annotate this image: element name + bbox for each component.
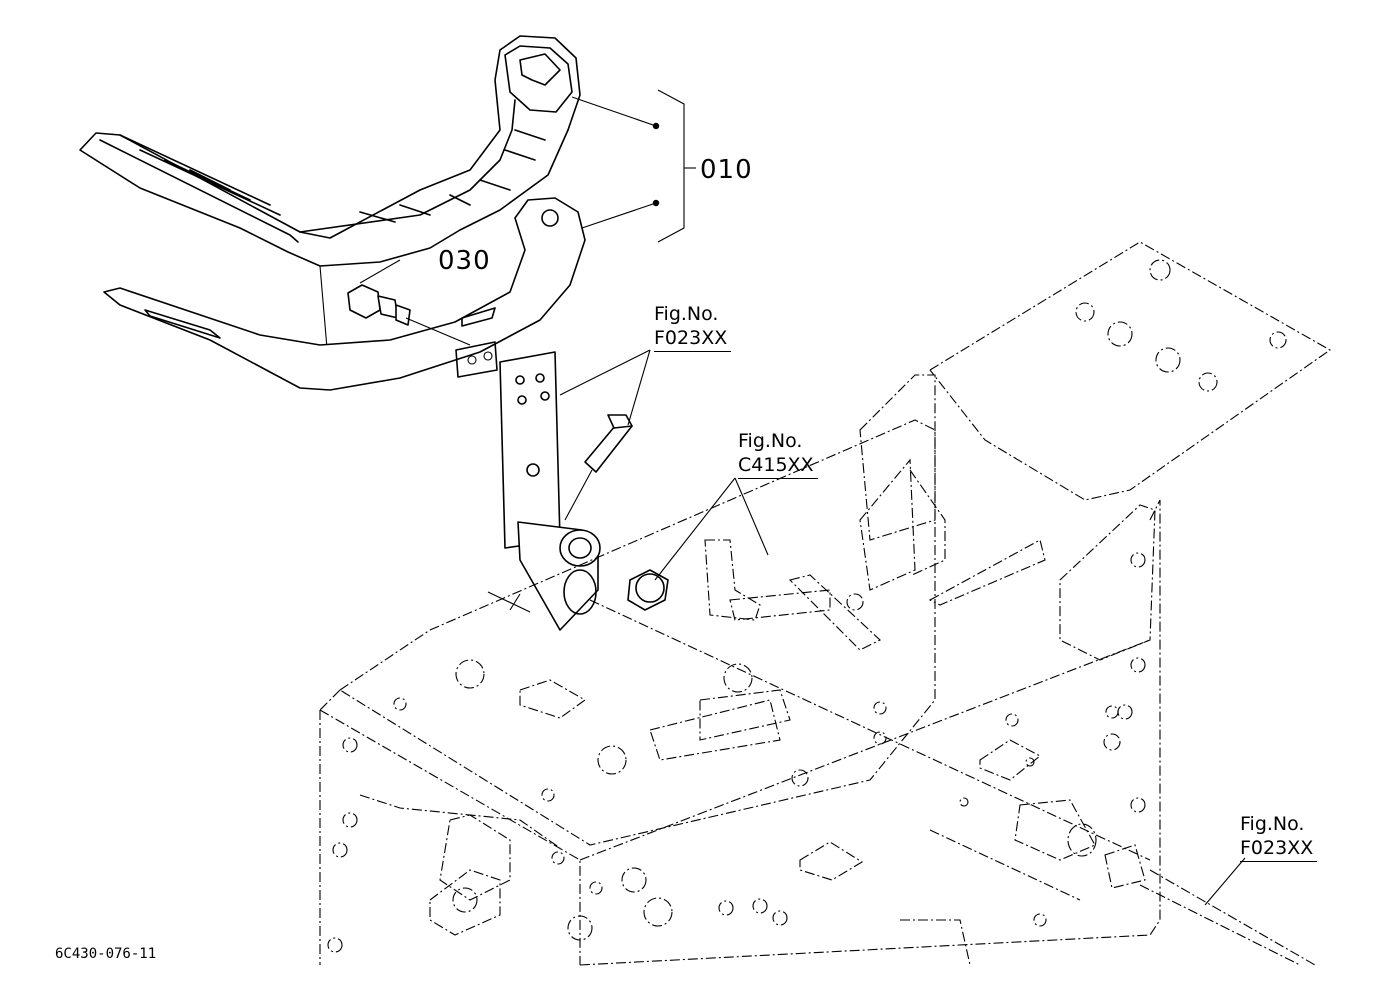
bushing-part xyxy=(627,569,669,611)
fig-ref-title: Fig.No. xyxy=(738,430,803,452)
part-label-010: 010 xyxy=(700,155,753,185)
fig-ref-title: Fig.No. xyxy=(654,303,719,325)
fig-ref-number: F023XX xyxy=(1240,837,1318,862)
fig-ref-title: Fig.No. xyxy=(1240,813,1305,835)
part-010-leader xyxy=(359,89,696,284)
fig-ref-c415[interactable]: Fig.No. C415XX xyxy=(738,430,818,479)
pedal-mount-bracket xyxy=(487,351,633,631)
fig-ref-f023-lower[interactable]: Fig.No. F023XX xyxy=(1240,813,1318,862)
fig-ref-number: F023XX xyxy=(654,327,732,352)
drawing-code: 6C430-076-11 xyxy=(55,946,157,962)
grease-fitting-030 xyxy=(347,284,471,346)
fig-ref-leaders xyxy=(559,349,1246,906)
pedal-lower-arm xyxy=(103,197,586,391)
fig-ref-number: C415XX xyxy=(738,454,818,479)
part-label-030: 030 xyxy=(438,246,491,276)
fig-ref-f023-upper[interactable]: Fig.No. F023XX xyxy=(654,303,732,352)
tractor-frame xyxy=(319,241,1332,966)
